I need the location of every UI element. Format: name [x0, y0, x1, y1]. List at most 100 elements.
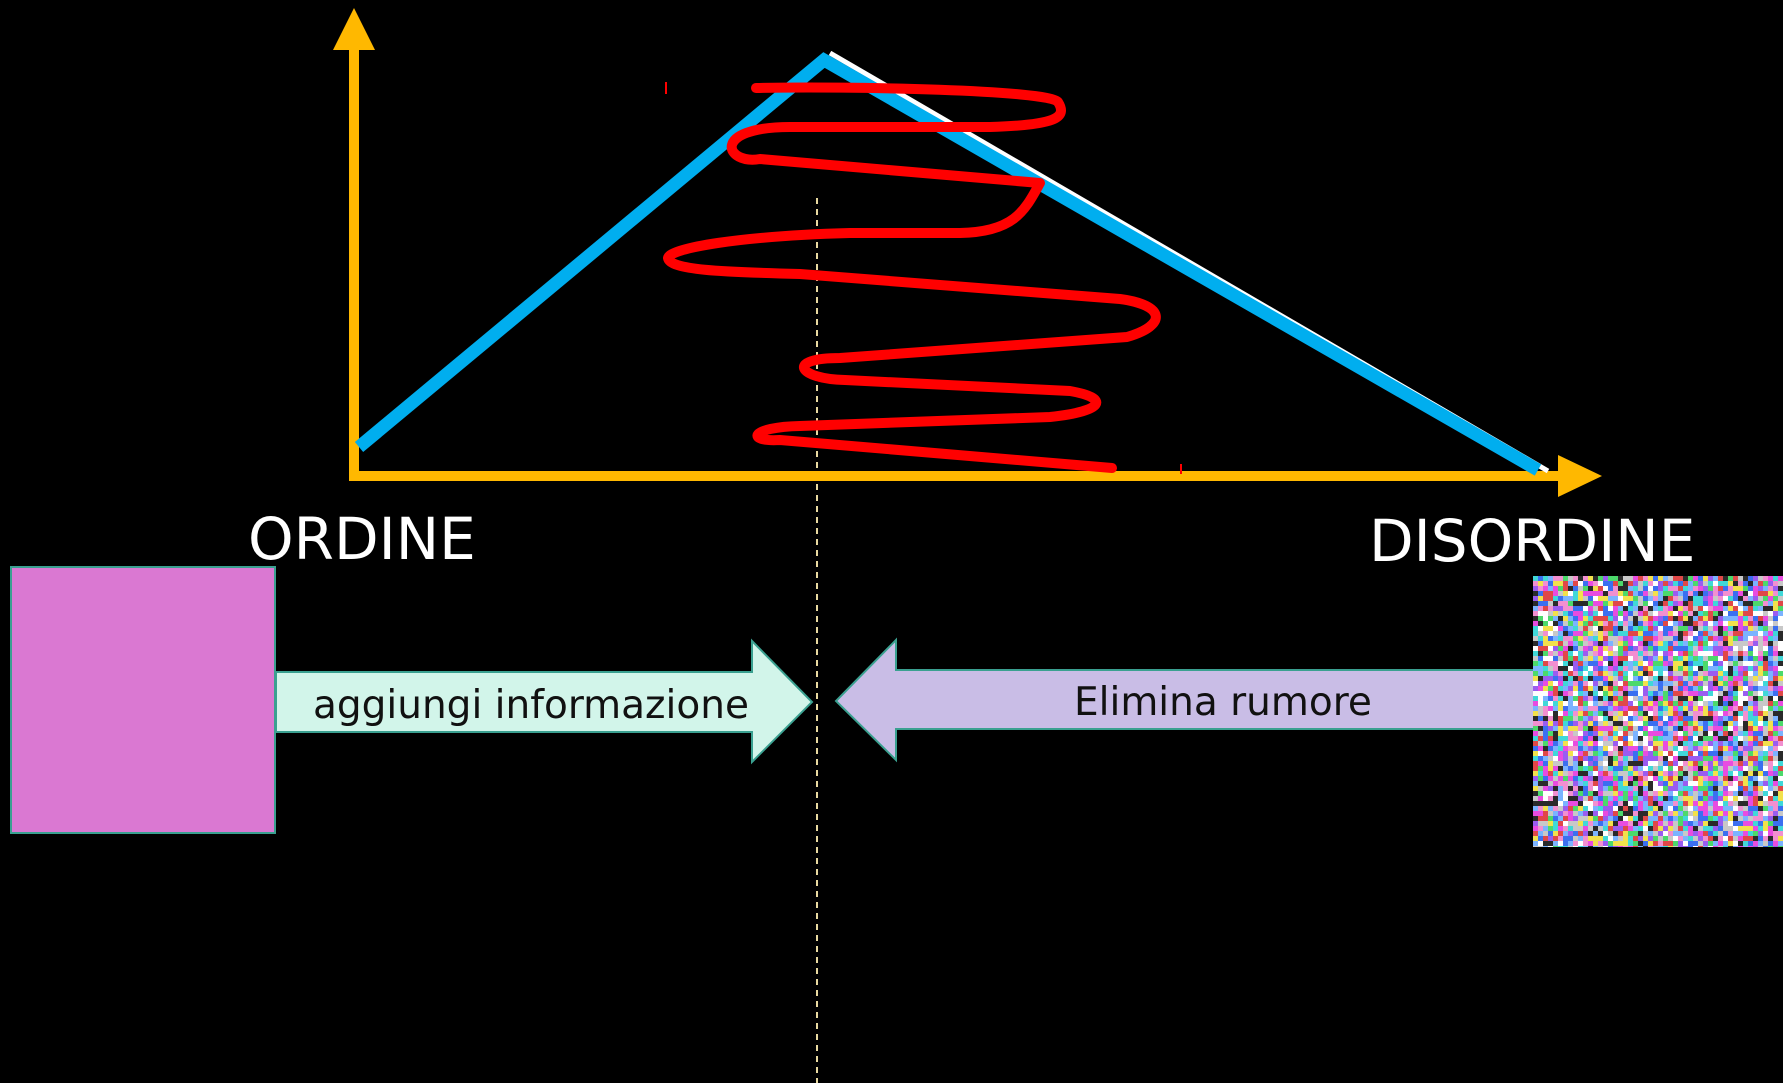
noise-pixel [1603, 616, 1608, 621]
noise-pixel [1608, 706, 1613, 711]
noise-pixel [1748, 701, 1753, 706]
noise-pixel [1588, 821, 1593, 826]
noise-pixel [1653, 826, 1658, 831]
noise-pixel [1568, 751, 1573, 756]
noise-pixel [1768, 636, 1773, 641]
noise-pixel [1548, 771, 1553, 776]
noise-pixel [1723, 831, 1728, 836]
noise-pixel [1768, 716, 1773, 721]
noise-pixel [1688, 801, 1693, 806]
noise-pixel [1643, 741, 1648, 746]
noise-pixel [1743, 606, 1748, 611]
noise-pixel [1638, 676, 1643, 681]
noise-pixel [1758, 781, 1763, 786]
noise-pixel [1738, 751, 1743, 756]
noise-pixel [1613, 716, 1618, 721]
noise-pixel [1753, 631, 1758, 636]
noise-pixel [1758, 801, 1763, 806]
noise-pixel [1568, 651, 1573, 656]
noise-pixel [1678, 711, 1683, 716]
noise-pixel [1613, 601, 1618, 606]
noise-pixel [1733, 816, 1738, 821]
noise-pixel [1653, 731, 1658, 736]
noise-pixel [1683, 606, 1688, 611]
noise-pixel [1563, 821, 1568, 826]
noise-pixel [1578, 741, 1583, 746]
noise-pixel [1743, 836, 1748, 841]
noise-pixel [1588, 796, 1593, 801]
noise-pixel [1708, 821, 1713, 826]
noise-pixel [1703, 681, 1708, 686]
noise-pixel [1568, 666, 1573, 671]
noise-pixel [1778, 811, 1783, 816]
noise-pixel [1653, 601, 1658, 606]
noise-pixel [1588, 581, 1593, 586]
noise-pixel [1738, 636, 1743, 641]
noise-pixel [1663, 706, 1668, 711]
noise-pixel [1673, 661, 1678, 666]
noise-pixel [1548, 621, 1553, 626]
noise-pixel [1773, 701, 1778, 706]
noise-pixel [1713, 731, 1718, 736]
noise-pixel [1623, 776, 1628, 781]
noise-pixel [1763, 756, 1768, 761]
noise-pixel [1563, 796, 1568, 801]
noise-pixel [1568, 746, 1573, 751]
noise-pixel [1733, 621, 1738, 626]
noise-pixel [1633, 826, 1638, 831]
noise-pixel [1538, 771, 1543, 776]
noise-pixel [1633, 606, 1638, 611]
noise-pixel [1653, 711, 1658, 716]
noise-pixel [1533, 661, 1538, 666]
noise-pixel [1643, 811, 1648, 816]
noise-pixel [1593, 696, 1598, 701]
noise-pixel [1778, 631, 1783, 636]
noise-pixel [1618, 751, 1623, 756]
noise-pixel [1658, 776, 1663, 781]
noise-pixel [1708, 776, 1713, 781]
noise-pixel [1668, 636, 1673, 641]
noise-pixel [1703, 606, 1708, 611]
noise-pixel [1613, 841, 1618, 846]
noise-pixel [1703, 651, 1708, 656]
noise-pixel [1728, 761, 1733, 766]
noise-pixel [1618, 796, 1623, 801]
noise-pixel [1693, 616, 1698, 621]
noise-pixel [1748, 641, 1753, 646]
noise-pixel [1738, 676, 1743, 681]
noise-pixel [1678, 831, 1683, 836]
noise-pixel [1698, 581, 1703, 586]
noise-pixel [1698, 801, 1703, 806]
noise-pixel [1603, 811, 1608, 816]
noise-pixel [1678, 821, 1683, 826]
noise-pixel [1628, 671, 1633, 676]
noise-pixel [1763, 586, 1768, 591]
noise-pixel [1773, 696, 1778, 701]
noise-pixel [1743, 701, 1748, 706]
noise-pixel [1543, 586, 1548, 591]
noise-pixel [1643, 756, 1648, 761]
noise-pixel [1678, 671, 1683, 676]
noise-pixel [1723, 656, 1728, 661]
noise-pixel [1543, 636, 1548, 641]
noise-pixel [1668, 691, 1673, 696]
noise-pixel [1533, 756, 1538, 761]
noise-pixel [1758, 816, 1763, 821]
noise-pixel [1673, 731, 1678, 736]
noise-pixel [1693, 626, 1698, 631]
noise-pixel [1743, 696, 1748, 701]
noise-pixel [1583, 596, 1588, 601]
noise-pixel [1543, 601, 1548, 606]
noise-pixel [1613, 666, 1618, 671]
noise-pixel [1748, 761, 1753, 766]
noise-pixel [1748, 786, 1753, 791]
noise-pixel [1543, 666, 1548, 671]
noise-pixel [1738, 601, 1743, 606]
noise-pixel [1598, 776, 1603, 781]
noise-pixel [1593, 586, 1598, 591]
noise-pixel [1583, 651, 1588, 656]
noise-pixel [1583, 726, 1588, 731]
noise-pixel [1568, 581, 1573, 586]
noise-pixel [1573, 771, 1578, 776]
noise-pixel [1538, 671, 1543, 676]
